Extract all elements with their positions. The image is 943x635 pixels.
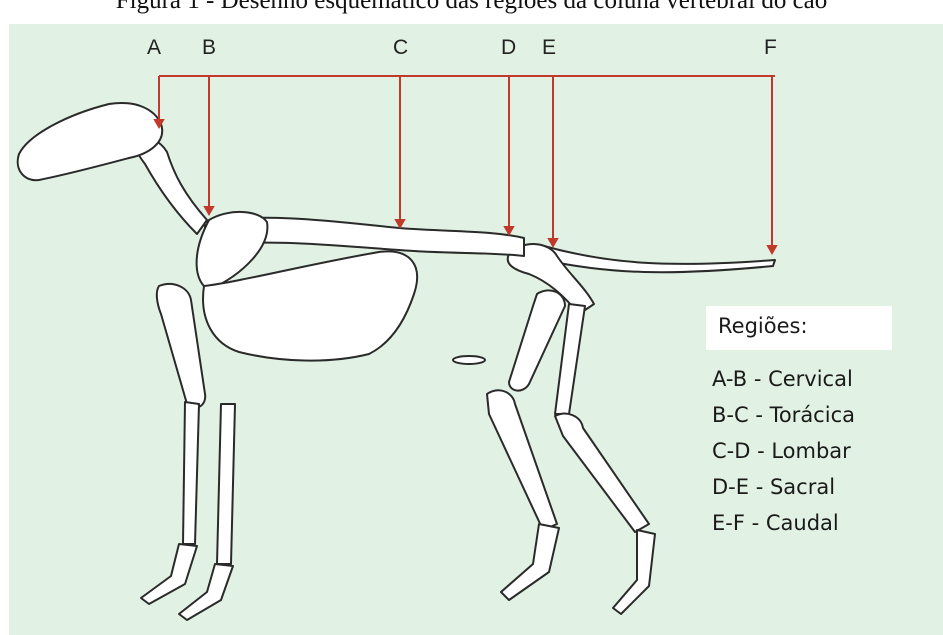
legend-title: Regiões: <box>718 314 808 338</box>
marker-a-label: A <box>147 36 161 60</box>
legend-item-cervical: A-B - Cervical <box>712 361 855 397</box>
legend-title-box: Regiões: <box>706 306 892 350</box>
marker-e-label: E <box>542 36 556 60</box>
marker-f-label: F <box>764 36 777 60</box>
front-paw-1 <box>141 544 197 604</box>
marker-d-label: D <box>501 36 516 60</box>
legend-item-toracica: B-C - Torácica <box>712 397 855 433</box>
skull <box>18 103 162 180</box>
skeleton-diagram: A B C D E F Regiões: A-B - Cervical B-C … <box>9 24 943 635</box>
tail-bones <box>544 246 775 272</box>
hind-paw-1 <box>501 524 559 600</box>
front-leg-lower-1 <box>183 402 199 544</box>
legend-item-lombar: C-D - Lombar <box>712 433 855 469</box>
legend-list: A-B - Cervical B-C - Torácica C-D - Lomb… <box>712 361 855 541</box>
hind-leg-tibia-2 <box>555 414 649 532</box>
hind-leg-femur <box>509 290 565 390</box>
marker-c-label: C <box>393 36 408 60</box>
legend-item-caudal: E-F - Caudal <box>712 505 855 541</box>
hind-paw-2 <box>613 530 655 614</box>
figure-caption: Figura 1 - Desenho esquemático das regiõ… <box>0 0 943 16</box>
legend-item-sacral: D-E - Sacral <box>712 469 855 505</box>
hind-leg-femur-2 <box>555 304 585 414</box>
hind-leg-tibia-1 <box>487 390 557 530</box>
patella <box>453 356 485 364</box>
front-leg-upper <box>157 284 205 408</box>
marker-b-label: B <box>202 36 216 60</box>
front-leg-lower-2 <box>217 404 235 564</box>
